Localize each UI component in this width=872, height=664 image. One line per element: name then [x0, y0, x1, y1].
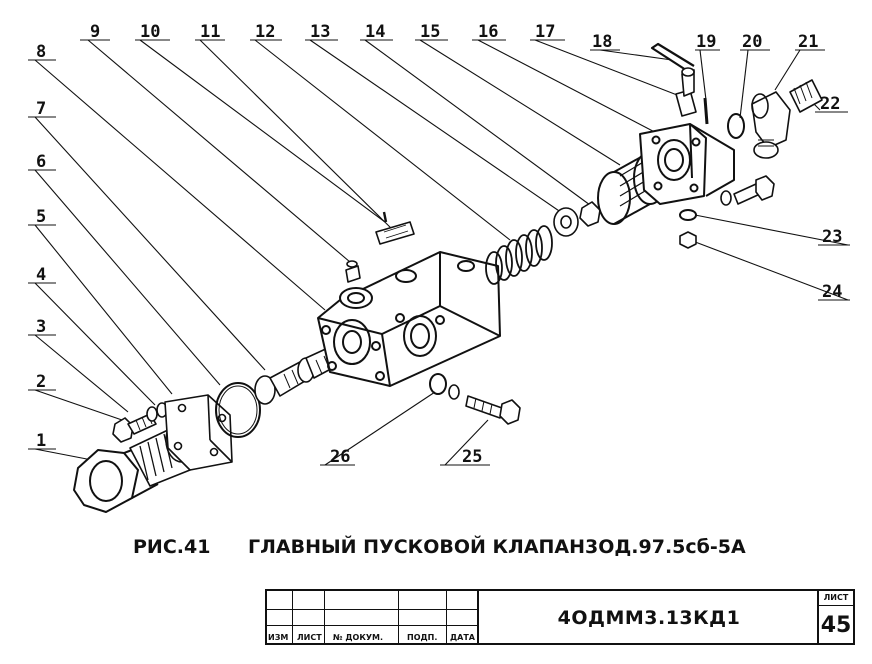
- col-doc-cell: № ДОКУМ.: [325, 591, 399, 643]
- callout-6: 6: [36, 152, 46, 172]
- col-list-cell: ЛИСТ: [293, 591, 325, 643]
- part-nut-small: [579, 201, 601, 227]
- figure-caption: РИС.41 ГЛАВНЫЙ ПУСКОВОЙ КЛАПАН 3ОД.97.5с…: [0, 536, 872, 566]
- part-spring-seat: [553, 207, 579, 237]
- figure-label: РИС.41: [133, 536, 211, 558]
- part-gasket: [727, 113, 745, 139]
- callout-26: 26: [330, 447, 350, 467]
- callout-labels: 1 2 3 4 5 6 7 8 9 10 11 12 13 14 15 16 1…: [36, 22, 842, 467]
- part-nut-24: [679, 231, 697, 249]
- title-block-row-divider: [267, 609, 479, 610]
- figure-title: ГЛАВНЫЙ ПУСКОВОЙ КЛАПАН: [248, 536, 586, 558]
- part-washer-3: [146, 406, 158, 422]
- sheet-label: ЛИСТ: [823, 593, 849, 602]
- callout-25: 25: [462, 447, 482, 467]
- part-lever: [650, 42, 697, 117]
- col-data-label: ДАТА: [450, 633, 475, 642]
- callout-23: 23: [822, 227, 842, 247]
- callout-9: 9: [90, 22, 100, 42]
- callout-7: 7: [36, 99, 46, 119]
- part-ring-23: [679, 209, 697, 221]
- exploded-view-drawing: 1 2 3 4 5 6 7 8 9 10 11 12 13 14 15 16 1…: [28, 22, 850, 513]
- callout-1: 1: [36, 431, 46, 451]
- callout-16: 16: [478, 22, 498, 42]
- col-podp-cell: ПОДП.: [399, 591, 447, 643]
- callout-15: 15: [420, 22, 440, 42]
- callout-10: 10: [140, 22, 160, 42]
- part-name-plate: [375, 221, 415, 245]
- part-elbow: [751, 79, 823, 159]
- figure-code: 3ОД.97.5сб-5А: [585, 536, 746, 558]
- title-block: ИЗМ ЛИСТ № ДОКУМ. ПОДП. ДАТА 4ОДММ3.13КД…: [265, 589, 855, 645]
- callout-2: 2: [36, 372, 46, 392]
- col-podp-label: ПОДП.: [407, 633, 438, 642]
- part-washer-26b: [448, 384, 460, 400]
- part-bolt-25: [465, 395, 521, 425]
- part-cover-bolt: [720, 175, 775, 206]
- callout-22: 22: [820, 94, 840, 114]
- part-grease-nipple: [345, 260, 361, 283]
- part-washer-26: [429, 373, 447, 395]
- part-o-ring: [215, 382, 261, 438]
- sheet-box: ЛИСТ 45: [817, 591, 853, 643]
- callout-11: 11: [200, 22, 220, 42]
- col-data-cell: ДАТА: [447, 591, 479, 643]
- callout-4: 4: [36, 265, 46, 285]
- callout-20: 20: [742, 32, 762, 52]
- sheet-number: 45: [820, 613, 852, 638]
- col-izm-cell: ИЗМ: [267, 591, 293, 643]
- callout-24: 24: [822, 282, 842, 302]
- part-spring: [485, 225, 553, 285]
- callout-17: 17: [535, 22, 555, 42]
- title-block-row-divider-2: [267, 625, 479, 626]
- callout-21: 21: [798, 32, 818, 52]
- col-list-label: ЛИСТ: [297, 633, 322, 642]
- callout-14: 14: [365, 22, 385, 42]
- callout-3: 3: [36, 317, 46, 337]
- col-izm-label: ИЗМ: [268, 633, 289, 642]
- document-code: 4ОДММ3.13КД1: [557, 607, 741, 629]
- leader-lines: [28, 39, 850, 466]
- part-cover: [639, 123, 735, 205]
- col-doc-label: № ДОКУМ.: [333, 633, 384, 642]
- part-pin: [703, 97, 709, 125]
- callout-18: 18: [592, 32, 612, 52]
- callout-8: 8: [36, 42, 46, 62]
- callout-19: 19: [696, 32, 716, 52]
- callout-12: 12: [255, 22, 275, 42]
- part-valve-body: [317, 251, 501, 387]
- sheet-divider: [819, 605, 853, 606]
- part-hex-nut: [73, 443, 159, 513]
- callout-13: 13: [310, 22, 330, 42]
- part-screw: [382, 211, 388, 223]
- callout-5: 5: [36, 207, 46, 227]
